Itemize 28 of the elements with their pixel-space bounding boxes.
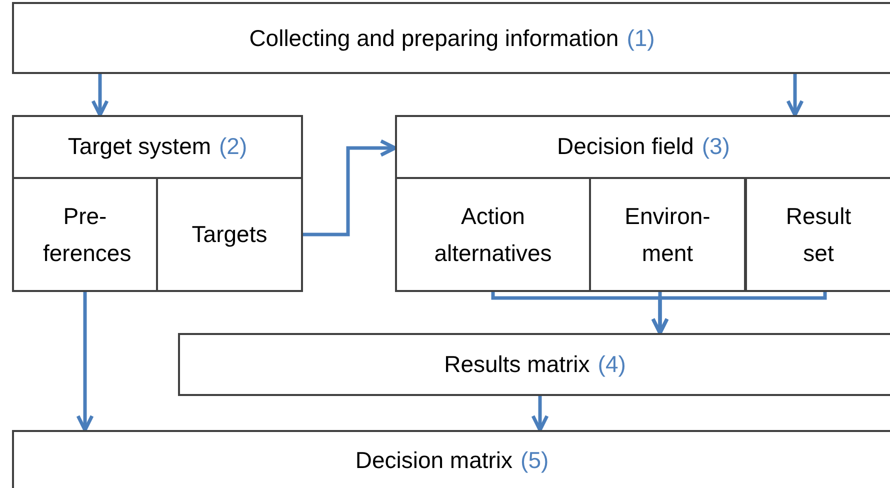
step-number: (3): [702, 132, 730, 162]
node-label: Action alternatives: [434, 202, 552, 266]
group-box: [395, 115, 890, 292]
process-box: [589, 177, 746, 292]
node-label: Targets: [192, 221, 268, 248]
group-box: [12, 115, 303, 292]
arrow: [76, 292, 94, 432]
node-label: Decision matrix: [355, 446, 513, 473]
step-number: (2): [219, 132, 248, 162]
node-label: Collecting and preparing information: [249, 24, 619, 51]
arrow: [91, 74, 109, 117]
arrow: [786, 74, 804, 117]
process-box: [12, 430, 890, 488]
step-number: (5): [520, 446, 549, 473]
process-box: [12, 2, 890, 74]
arrow: [531, 396, 549, 432]
step-number: (4): [598, 351, 626, 378]
node-label: Target system: [68, 132, 212, 162]
process-box: [178, 333, 890, 396]
arrow: [303, 139, 397, 236]
node-label: Environ- ment: [624, 202, 710, 266]
node-label: Results matrix: [444, 351, 590, 378]
step-number: (1): [626, 24, 655, 51]
node-label: Pre- ferences: [43, 202, 132, 266]
process-box: [745, 177, 890, 292]
node-label: Result set: [786, 202, 852, 266]
node-label: Decision field: [557, 132, 694, 162]
arrow: [651, 292, 827, 335]
